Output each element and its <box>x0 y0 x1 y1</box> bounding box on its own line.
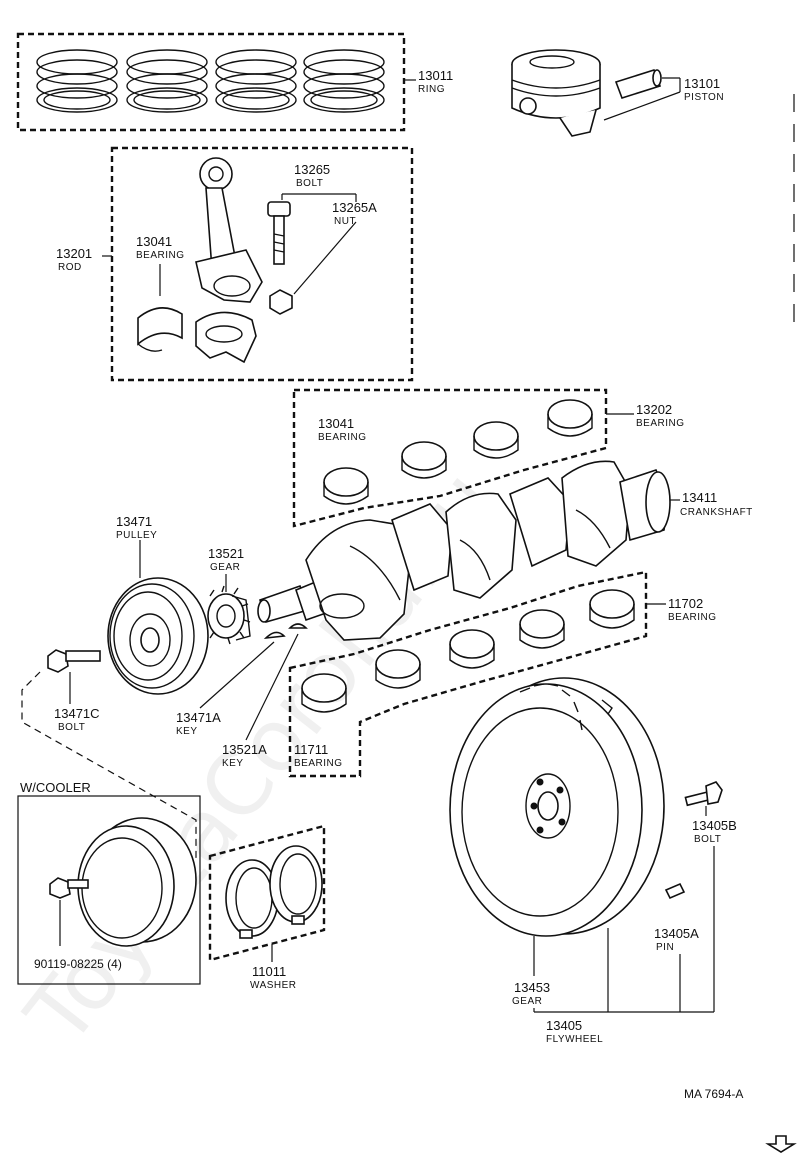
label-13041-rod-name: BEARING <box>136 250 185 261</box>
label-13011-name: RING <box>418 84 445 95</box>
ring-set-3[interactable] <box>215 49 297 113</box>
label-13411-number: 13411 <box>682 490 717 505</box>
ring-set-4[interactable] <box>303 49 385 113</box>
label-13405a-name: PIN <box>656 942 674 953</box>
label-11011-name: WASHER <box>250 980 297 991</box>
label-13471-number: 13471 <box>116 514 152 529</box>
label-13265-number: 13265 <box>294 162 330 177</box>
label-13471-name: PULLEY <box>116 530 157 541</box>
pulley-group: 13471 PULLEY 13471C BOLT <box>21 514 209 860</box>
label-13201-name: ROD <box>58 262 82 273</box>
cooler-pulley-part[interactable] <box>77 817 197 947</box>
upper-bearing-box <box>292 388 608 528</box>
label-13405-name: FLYWHEEL <box>546 1034 603 1045</box>
lower-bearing-4[interactable] <box>519 609 565 649</box>
key-13471a-part[interactable] <box>263 631 286 640</box>
label-13521a-name: KEY <box>222 758 244 769</box>
lower-bearing-5[interactable] <box>589 589 635 629</box>
rod-nut-part[interactable] <box>269 289 293 315</box>
rod-bearing-part[interactable] <box>137 307 183 352</box>
flywheel-group: 13405B BOLT 13405A PIN 13453 GEAR 13405 … <box>449 677 737 1045</box>
cooler-header: W/COOLER <box>20 780 91 795</box>
label-13202-name: BEARING <box>636 418 685 429</box>
corner-arrow-icon[interactable] <box>765 1135 797 1153</box>
cooler-group: W/COOLER 90119-08225 (4) <box>17 780 201 985</box>
pulley-bolt-part[interactable] <box>47 649 101 673</box>
label-13411-name: CRANKSHAFT <box>680 507 753 518</box>
rod-bolt-part[interactable] <box>267 201 291 265</box>
rod-box <box>110 146 414 382</box>
lower-bearing-2[interactable] <box>375 649 421 689</box>
lower-bearing-3[interactable] <box>449 629 495 669</box>
upper-bearing-3[interactable] <box>473 421 519 459</box>
label-11702-name: BEARING <box>668 612 717 623</box>
label-13041-rod-number: 13041 <box>136 234 172 249</box>
thrust-washer-1[interactable] <box>225 859 279 939</box>
crankshaft-pulley-part[interactable] <box>107 577 209 695</box>
label-11711-number: 11711 <box>294 742 328 757</box>
washer-box <box>208 824 326 962</box>
label-13521a-number: 13521A <box>222 742 267 757</box>
piston-pin-part[interactable] <box>614 69 662 99</box>
ring-set-2[interactable] <box>126 49 208 113</box>
upper-bearing-group: 13041 BEARING 13202 BEARING <box>292 388 685 528</box>
label-90119-number: 90119-08225 (4) <box>34 957 122 971</box>
label-13405b-number: 13405B <box>692 818 737 833</box>
cooler-bolt-part[interactable] <box>49 877 89 899</box>
flywheel-part[interactable] <box>449 677 665 937</box>
label-13202-number: 13202 <box>636 402 672 417</box>
timing-gear-part[interactable] <box>207 585 251 645</box>
diagram-id: MA 7694-A <box>684 1087 743 1101</box>
piston-part[interactable] <box>511 49 601 137</box>
label-13011-number: 13011 <box>418 68 453 83</box>
rod-group: 13201 ROD 13041 BEARING <box>56 146 414 382</box>
label-13453-number: 13453 <box>514 980 550 995</box>
crankshaft-part[interactable] <box>257 460 671 641</box>
label-13471c-name: BOLT <box>58 722 85 733</box>
label-13041-main-number: 13041 <box>318 416 354 431</box>
lower-bearing-1[interactable] <box>301 673 347 713</box>
upper-bearing-2[interactable] <box>401 441 447 479</box>
label-13405-number: 13405 <box>546 1018 582 1033</box>
label-13471a-name: KEY <box>176 726 198 737</box>
label-13265-name: BOLT <box>296 178 323 189</box>
upper-bearing-1[interactable] <box>323 467 369 505</box>
label-13405a-number: 13405A <box>654 926 699 941</box>
key-13521a-part[interactable] <box>288 623 308 629</box>
label-11702-number: 11702 <box>668 596 703 611</box>
label-13041-main-name: BEARING <box>318 432 367 443</box>
label-13201-number: 13201 <box>56 246 92 261</box>
cooler-pulley-leader <box>21 671 197 860</box>
label-13265a-number: 13265A <box>332 200 377 215</box>
label-13101-name: PISTON <box>684 92 724 103</box>
ring-set-group: 13011 RING <box>16 32 453 132</box>
label-13521-number: 13521 <box>208 546 244 561</box>
label-11711-name: BEARING <box>294 758 343 769</box>
rod-cap-part[interactable] <box>195 311 257 364</box>
upper-bearing-4[interactable] <box>547 399 593 437</box>
ring-set-box <box>16 32 406 132</box>
label-13265a-name: NUT <box>334 216 356 227</box>
lower-bearing-group: 11702 BEARING 11711 BEARING <box>288 570 717 778</box>
piston-group: 13101 PISTON <box>511 49 724 137</box>
label-11011-number: 11011 <box>252 964 286 979</box>
label-13471c-number: 13471C <box>54 706 100 721</box>
label-13471a-number: 13471A <box>176 710 221 725</box>
label-13405b-name: BOLT <box>694 834 721 845</box>
label-13453-name: GEAR <box>512 996 542 1007</box>
flywheel-pin-part[interactable] <box>664 882 686 900</box>
connecting-rod-part[interactable] <box>195 157 263 303</box>
flywheel-bolt-part[interactable] <box>684 781 723 807</box>
label-13101-number: 13101 <box>684 76 720 91</box>
ring-set-1[interactable] <box>36 49 118 113</box>
thrust-washer-2[interactable] <box>269 845 323 925</box>
label-13521-name: GEAR <box>210 562 240 573</box>
cooler-box <box>17 795 201 985</box>
washer-group: 11011 WASHER <box>208 824 326 991</box>
